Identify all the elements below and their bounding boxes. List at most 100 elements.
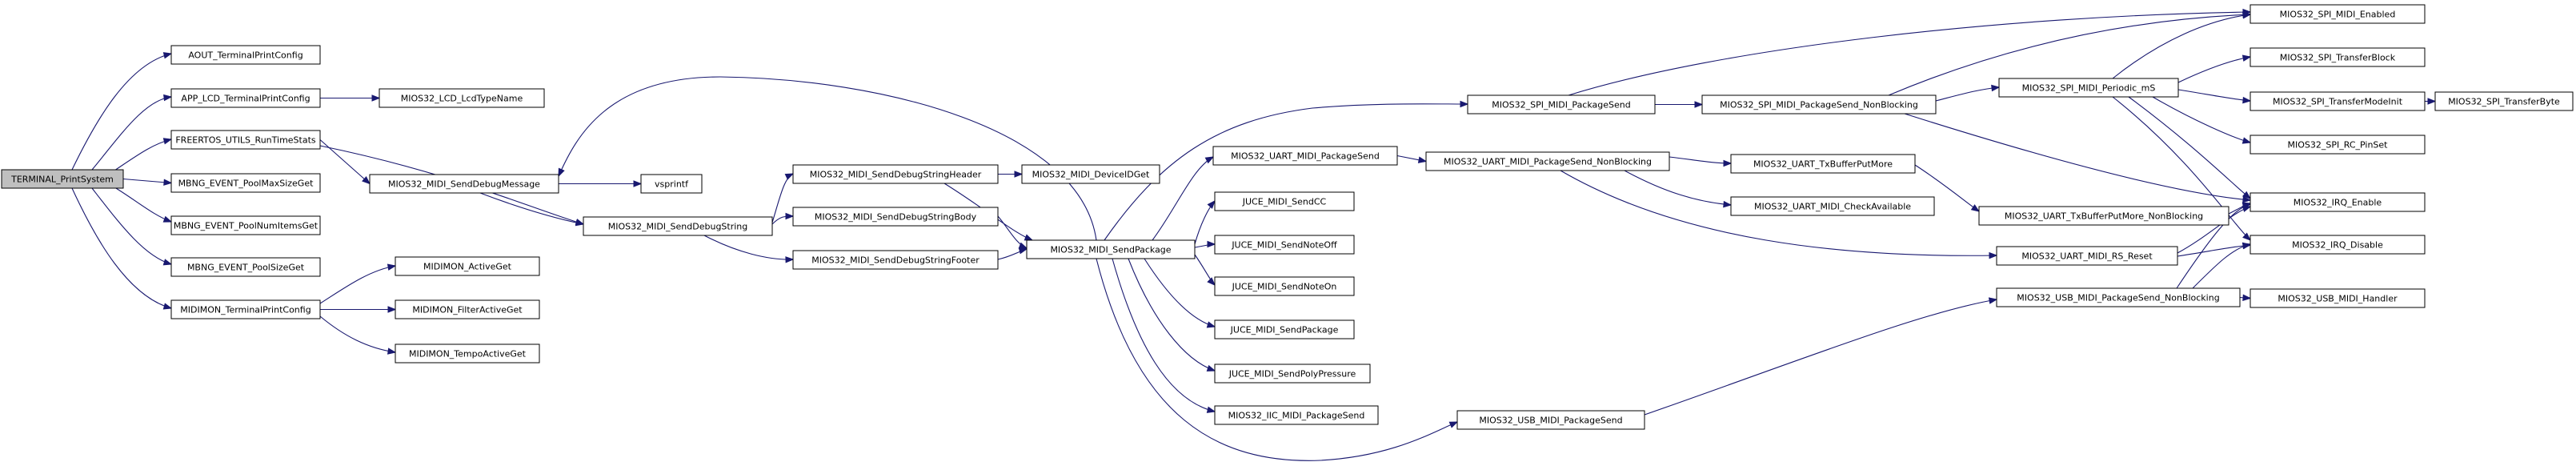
arrowhead-icon [1991,84,2001,92]
edge-MIOS32_MIDI_SendDebugStringFooter-to-MIOS32_MIDI_SendPackage [997,247,1028,260]
node-app-lcd-terminalprintconfig[interactable]: APP_LCD_TerminalPrintConfig [170,88,321,108]
node-label: MIDIMON_FilterActiveGet [412,305,523,315]
arrowhead-icon [2242,294,2252,301]
node-mios32-spi-transferblock[interactable]: MIOS32_SPI_TransferBlock [2249,47,2426,67]
node-midimon-tempoactiveget[interactable]: MIDIMON_TempoActiveGet [395,343,540,364]
arrowhead-icon [163,179,173,186]
node-mios32-uart-midi-packagesend[interactable]: MIOS32_UART_MIDI_PackageSend [1212,146,1398,166]
arrowhead-icon [1204,156,1215,164]
arrowhead-icon [1970,204,1981,212]
edge-MIOS32_MIDI_SendDebugStringHeader-to-MIOS32_MIDI_DeviceIDGet [998,171,1024,178]
node-label: MIOS32_SPI_TransferModeInit [2273,97,2403,107]
node-aout-terminalprintconfig[interactable]: AOUT_TerminalPrintConfig [170,45,321,65]
node-terminal-printsystem[interactable]: TERMINAL_PrintSystem [1,169,124,189]
node-mios32-spi-midi-packagesend[interactable]: MIOS32_SPI_MIDI_PackageSend [1467,94,1656,114]
node-mios32-midi-senddebugstringbody[interactable]: MIOS32_MIDI_SendDebugStringBody [792,207,999,227]
node-mios32-usb-midi-handler[interactable]: MIOS32_USB_MIDI_Handler [2249,288,2426,308]
node-mios32-uart-midi-rs-reset[interactable]: MIOS32_UART_MIDI_RS_Reset [1996,246,2178,266]
arrowhead-icon [387,263,397,271]
node-label: MIOS32_MIDI_SendDebugStringHeader [810,170,982,180]
node-mios32-spi-midi-packagesend-nonblocking[interactable]: MIOS32_SPI_MIDI_PackageSend_NonBlocking [1701,94,1937,114]
node-box [1214,364,1371,384]
node-mios32-lcd-lcdtypename[interactable]: MIOS32_LCD_LcdTypeName [379,88,545,108]
node-box [379,88,545,108]
edge-MIOS32_MIDI_SendPackage-to-JUCE_MIDI_SendPolyPressure [1128,258,1216,372]
arrowhead-icon [1207,277,1216,286]
node-mios32-midi-deviceidget[interactable]: MIOS32_MIDI_DeviceIDGet [1021,164,1160,184]
edge-TERMINAL_PrintSystem-to-FREERTOS_UTILS_RunTimeStats [111,138,173,173]
arrowhead-icon [2242,195,2252,203]
node-mios32-midi-senddebugmessage[interactable]: MIOS32_MIDI_SendDebugMessage [369,174,559,194]
node-mios32-usb-midi-packagesend[interactable]: MIOS32_USB_MIDI_PackageSend [1456,410,1645,430]
edge-MIOS32_SPI_MIDI_Periodic_mS-to-MIOS32_SPI_RC_PinSet [2152,96,2252,144]
node-label: MIOS32_UART_MIDI_RS_Reset [2021,251,2153,262]
node-box [1456,410,1645,430]
node-freertos-utils-runtimestats[interactable]: FREERTOS_UTILS_RunTimeStats [170,130,321,150]
arrowhead-icon [1723,159,1733,167]
node-label: MIOS32_MIDI_SendDebugMessage [388,179,540,190]
arrowhead-icon [2241,137,2252,144]
node-box [170,215,321,235]
arrowhead-icon [162,138,173,145]
node-midimon-activeget[interactable]: MIDIMON_ActiveGet [395,256,540,276]
arrowhead-icon [1206,406,1216,413]
node-mios32-spi-transferbyte[interactable]: MIOS32_SPI_TransferByte [2434,91,2574,111]
node-box [170,45,321,65]
node-label: MIOS32_USB_MIDI_PackageSend_NonBlocking [2017,293,2219,303]
node-label: MIOS32_SPI_TransferByte [2448,97,2560,107]
node-label: MBNG_EVENT_PoolNumItemsGet [174,221,318,231]
node-juce-midi-sendpolypressure[interactable]: JUCE_MIDI_SendPolyPressure [1214,364,1371,384]
node-mios32-uart-midi-checkavailable[interactable]: MIOS32_UART_MIDI_CheckAvailable [1730,196,1935,216]
node-label: MIOS32_IIC_MIDI_PackageSend [1228,411,1365,421]
node-juce-midi-sendcc[interactable]: JUCE_MIDI_SendCC [1214,191,1355,211]
arrowhead-icon [2242,242,2252,250]
arrowhead-icon [784,173,795,180]
node-box [1467,94,1656,114]
node-mios32-usb-midi-packagesend-nonblocking[interactable]: MIOS32_USB_MIDI_PackageSend_NonBlocking [1996,287,2241,307]
node-box [1026,239,1196,259]
node-midimon-terminalprintconfig[interactable]: MIDIMON_TerminalPrintConfig [170,299,321,319]
arrowhead-icon [2241,205,2252,212]
node-box [170,173,321,193]
arrowhead-icon [1207,199,1216,209]
node-juce-midi-sendnoteoff[interactable]: JUCE_MIDI_SendNoteOff [1214,235,1355,255]
node-mios32-irq-enable[interactable]: MIOS32_IRQ_Enable [2249,192,2426,212]
node-mios32-spi-midi-periodic-ms[interactable]: MIOS32_SPI_MIDI_Periodic_mS [1998,78,2179,98]
edge-MIOS32_MIDI_SendPackage-to-JUCE_MIDI_SendPackage [1144,258,1216,328]
arrowhead-icon [1988,297,1998,304]
node-mios32-uart-txbufferputmore-nonblocking[interactable]: MIOS32_UART_TxBufferPutMore_NonBlocking [1978,206,2229,226]
node-box [1978,206,2229,226]
arrowhead-icon [1206,321,1216,328]
node-mios32-spi-rc-pinset[interactable]: MIOS32_SPI_RC_PinSet [2249,135,2426,155]
node-mbng-event-poolsizeget[interactable]: MBNG_EVENT_PoolSizeGet [170,257,321,277]
arrowhead-icon [2241,191,2252,199]
node-mios32-midi-senddebugstringheader[interactable]: MIOS32_MIDI_SendDebugStringHeader [792,164,999,184]
edge-APP_LCD_TerminalPrintConfig-to-MIOS32_LCD_LcdTypeName [320,94,381,102]
node-mios32-spi-transfermodeinit[interactable]: MIOS32_SPI_TransferModeInit [2249,91,2426,111]
arrowhead-icon [163,94,173,102]
node-mios32-spi-midi-enabled[interactable]: MIOS32_SPI_MIDI_Enabled [2249,4,2426,24]
node-mios32-irq-disable[interactable]: MIOS32_IRQ_Disable [2249,235,2426,255]
node-label: MIOS32_SPI_RC_PinSet [2288,140,2389,151]
node-juce-midi-sendnoteon[interactable]: JUCE_MIDI_SendNoteOn [1214,276,1355,296]
node-mios32-midi-senddebugstring[interactable]: MIOS32_MIDI_SendDebugString [583,216,773,236]
edge-MIOS32_UART_TxBufferPutMore-to-MIOS32_UART_TxBufferPutMore_NonBlocking [1914,164,1981,212]
node-vsprintf[interactable]: vsprintf [640,174,703,194]
edge-MIOS32_SPI_MIDI_PackageSend-to-MIOS32_SPI_MIDI_PackageSend_NonBlocking [1655,101,1704,108]
node-midimon-filteractiveget[interactable]: MIDIMON_FilterActiveGet [395,299,540,319]
node-juce-midi-sendpackage[interactable]: JUCE_MIDI_SendPackage [1214,319,1355,339]
node-mios32-midi-senddebugstringfooter[interactable]: MIOS32_MIDI_SendDebugStringFooter [792,250,999,270]
node-mios32-uart-txbufferputmore[interactable]: MIOS32_UART_TxBufferPutMore [1730,154,1916,174]
edge-MIOS32_MIDI_SendPackage-to-MIOS32_MIDI_SendDebugMessage [558,76,1097,241]
node-mbng-event-poolmaxsizeget[interactable]: MBNG_EVENT_PoolMaxSizeGet [170,173,321,193]
node-label: MIDIMON_TerminalPrintConfig [180,305,310,315]
arrowhead-icon [1723,200,1733,208]
node-mios32-uart-midi-packagesend-nonblocking[interactable]: MIOS32_UART_MIDI_PackageSend_NonBlocking [1425,151,1670,171]
arrowhead-icon [2427,98,2437,105]
node-mios32-iic-midi-packagesend[interactable]: MIOS32_IIC_MIDI_PackageSend [1214,405,1379,425]
edge-MIOS32_UART_MIDI_RS_Reset-to-MIOS32_IRQ_Enable [2177,205,2252,254]
edge-MIOS32_SPI_MIDI_Periodic_mS-to-MIOS32_SPI_TransferBlock [2177,54,2252,83]
node-box [170,257,321,277]
node-mios32-midi-sendpackage[interactable]: MIOS32_MIDI_SendPackage [1026,239,1196,259]
node-mbng-event-poolnumitemsget[interactable]: MBNG_EVENT_PoolNumItemsGet [170,215,321,235]
